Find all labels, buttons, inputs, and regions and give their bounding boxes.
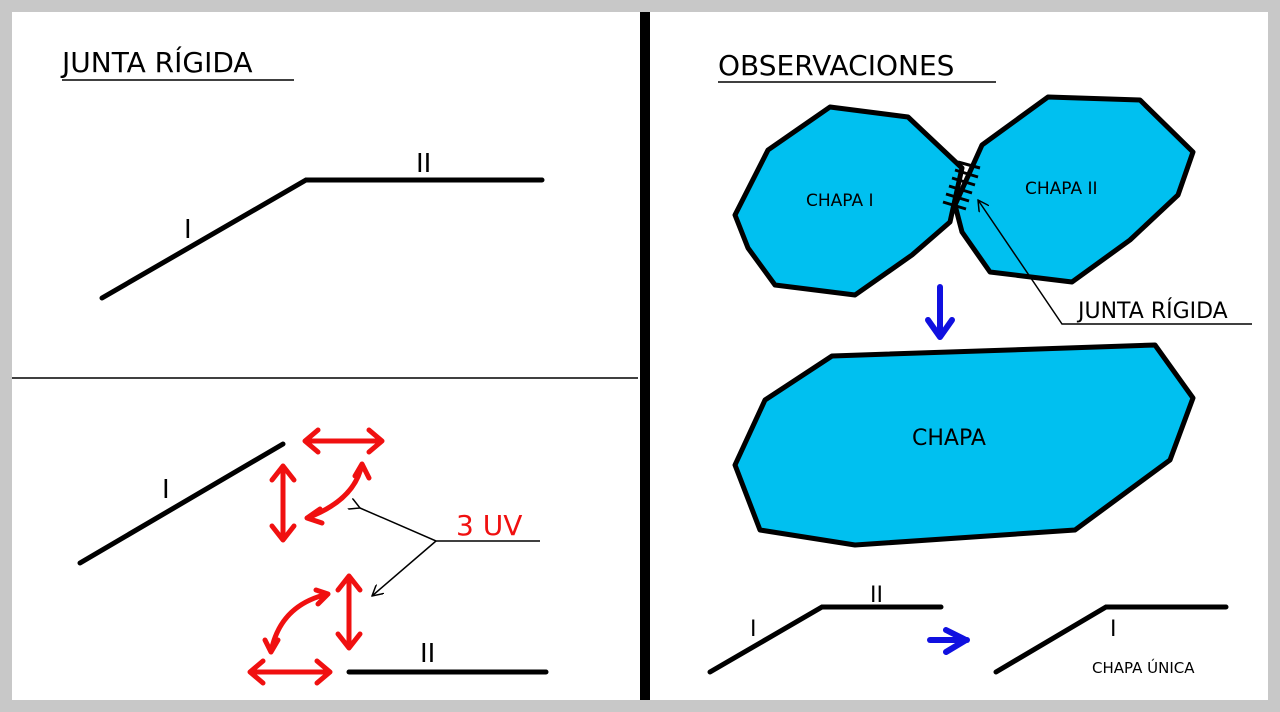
bottom-label-ii: II (870, 583, 883, 608)
left-title: JUNTA RÍGIDA (60, 45, 253, 79)
plate-i-label: CHAPA I (806, 191, 874, 211)
down-arrow-icon (925, 284, 955, 340)
rotation-arrow-icon (304, 461, 372, 526)
uv-leader-bottom (372, 540, 437, 596)
rigid-joint-plates (99, 177, 545, 301)
vertical-arrow-icon (335, 573, 363, 651)
label-plate-i: I (162, 475, 170, 505)
joint-label: JUNTA RÍGIDA (1076, 298, 1228, 324)
horizontal-arrow-icon (247, 658, 333, 686)
label-plate-i: I (184, 215, 192, 245)
result-label-i: I (1110, 617, 1117, 642)
right-title: OBSERVACIONES (718, 49, 954, 82)
plate-ii-shape (952, 94, 1196, 285)
plate-i-line (77, 441, 286, 566)
single-plate-label: CHAPA (912, 426, 986, 451)
rigid-joint-hatch (942, 160, 981, 211)
label-plate-ii: II (416, 149, 431, 179)
single-plate-line (993, 604, 1229, 675)
two-plates-line (707, 604, 944, 675)
plate-i-shape (732, 104, 965, 298)
rotation-arrow-icon (262, 587, 331, 655)
result-caption: CHAPA ÚNICA (1092, 658, 1195, 677)
vertical-divider (640, 12, 650, 700)
horizontal-arrow-icon (302, 427, 385, 455)
uv-label: 3 UV (456, 509, 522, 542)
bottom-label-i: I (750, 617, 757, 642)
vertical-arrow-icon (269, 463, 297, 543)
label-plate-ii: II (420, 639, 435, 669)
right-arrow-icon (927, 627, 970, 655)
degrees-of-freedom-arrows (247, 427, 385, 686)
plate-ii-label: CHAPA II (1025, 179, 1098, 199)
single-plate-shape (732, 342, 1196, 548)
joint-leader-line (978, 200, 1252, 325)
